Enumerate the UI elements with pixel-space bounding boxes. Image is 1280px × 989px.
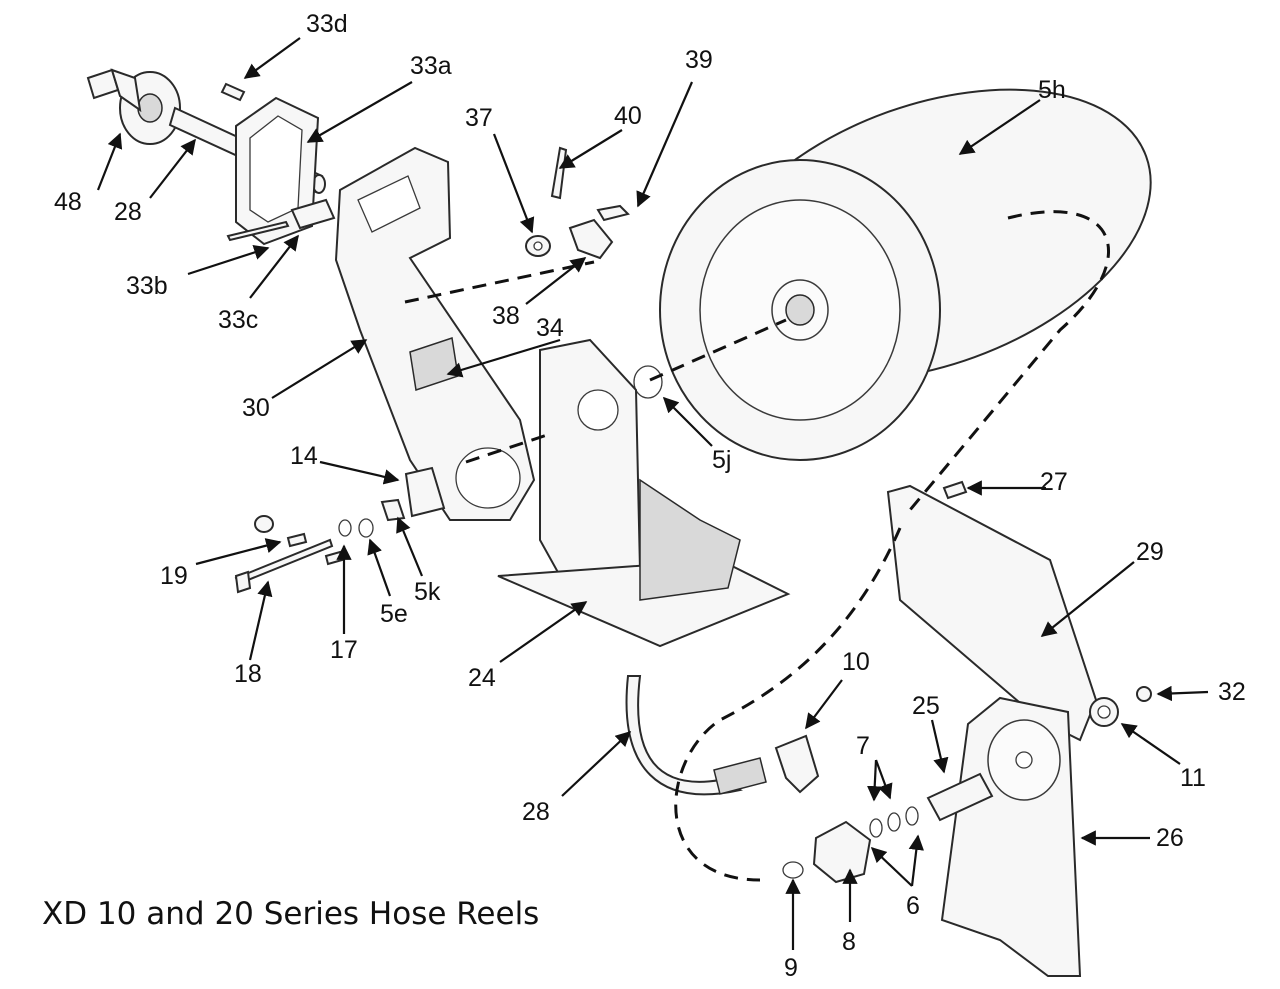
part-39-bolt bbox=[596, 204, 630, 222]
part-40-spring bbox=[550, 146, 568, 200]
part-8-nut bbox=[812, 820, 872, 884]
callout-10: 10 bbox=[842, 648, 870, 676]
callout-48: 48 bbox=[54, 188, 82, 216]
callout-6: 6 bbox=[906, 892, 920, 920]
callout-11: 11 bbox=[1180, 764, 1206, 792]
part-33b-rod bbox=[226, 220, 290, 242]
part-24-stand bbox=[497, 338, 791, 648]
part-19-nut bbox=[254, 515, 308, 548]
callout-38: 38 bbox=[492, 302, 520, 330]
part-37-nut bbox=[525, 235, 551, 257]
callout-33d: 33d bbox=[306, 10, 348, 38]
leader-arrows bbox=[96, 37, 1209, 950]
part-27-screw bbox=[942, 480, 968, 500]
callout-33a: 33a bbox=[410, 52, 452, 80]
part-38-pawl bbox=[568, 218, 614, 260]
part-18-bolt bbox=[234, 538, 334, 594]
part-9-washer bbox=[782, 861, 804, 879]
callout-5j: 5j bbox=[712, 446, 731, 474]
callout-24: 24 bbox=[468, 664, 496, 692]
callout-28-bottom: 28 bbox=[522, 798, 550, 826]
callout-28-top: 28 bbox=[114, 198, 142, 226]
callout-18: 18 bbox=[234, 660, 262, 688]
callout-26: 26 bbox=[1156, 824, 1184, 852]
part-5j-oring bbox=[633, 365, 663, 399]
callout-33b: 33b bbox=[126, 272, 168, 300]
part-26-frame bbox=[940, 696, 1082, 977]
callout-5e: 5e bbox=[380, 600, 408, 628]
callout-5h: 5h bbox=[1038, 76, 1066, 104]
part-32-nut bbox=[1136, 686, 1152, 702]
part-10-elbow bbox=[774, 734, 820, 794]
callout-5k: 5k bbox=[414, 578, 441, 606]
diagram-title: XD 10 and 20 Series Hose Reels bbox=[42, 896, 539, 932]
part-28-hose bbox=[625, 675, 767, 796]
callout-39: 39 bbox=[685, 46, 713, 74]
callout-30: 30 bbox=[242, 394, 270, 422]
part-29-cover bbox=[886, 484, 1098, 742]
callout-7: 7 bbox=[856, 732, 870, 760]
callout-14: 14 bbox=[290, 442, 318, 470]
callout-37: 37 bbox=[465, 104, 493, 132]
callout-34: 34 bbox=[536, 314, 564, 342]
part-5k-hub bbox=[380, 498, 406, 522]
callout-19: 19 bbox=[160, 562, 188, 590]
callout-33c: 33c bbox=[218, 306, 258, 334]
callout-27: 27 bbox=[1040, 468, 1068, 496]
part-30-arm bbox=[334, 146, 536, 521]
callout-25: 25 bbox=[912, 692, 940, 720]
callout-8: 8 bbox=[842, 928, 856, 956]
part-33c-pin bbox=[290, 198, 336, 230]
part-33d-screw bbox=[220, 82, 246, 102]
part-5e-ring bbox=[358, 518, 374, 538]
callout-32: 32 bbox=[1218, 678, 1246, 706]
part-5h-reel bbox=[659, 88, 1152, 461]
callout-17: 17 bbox=[330, 636, 358, 664]
part-14-plate bbox=[404, 466, 446, 518]
part-11-bearing bbox=[1089, 697, 1119, 727]
callout-29: 29 bbox=[1136, 538, 1164, 566]
part-7-6-orings bbox=[869, 806, 919, 838]
part-25-swivel bbox=[926, 772, 994, 822]
callout-9: 9 bbox=[784, 954, 798, 982]
callout-40: 40 bbox=[614, 102, 642, 130]
part-48-swivel-inlet bbox=[86, 68, 181, 145]
assembly-lines bbox=[404, 210, 1110, 882]
